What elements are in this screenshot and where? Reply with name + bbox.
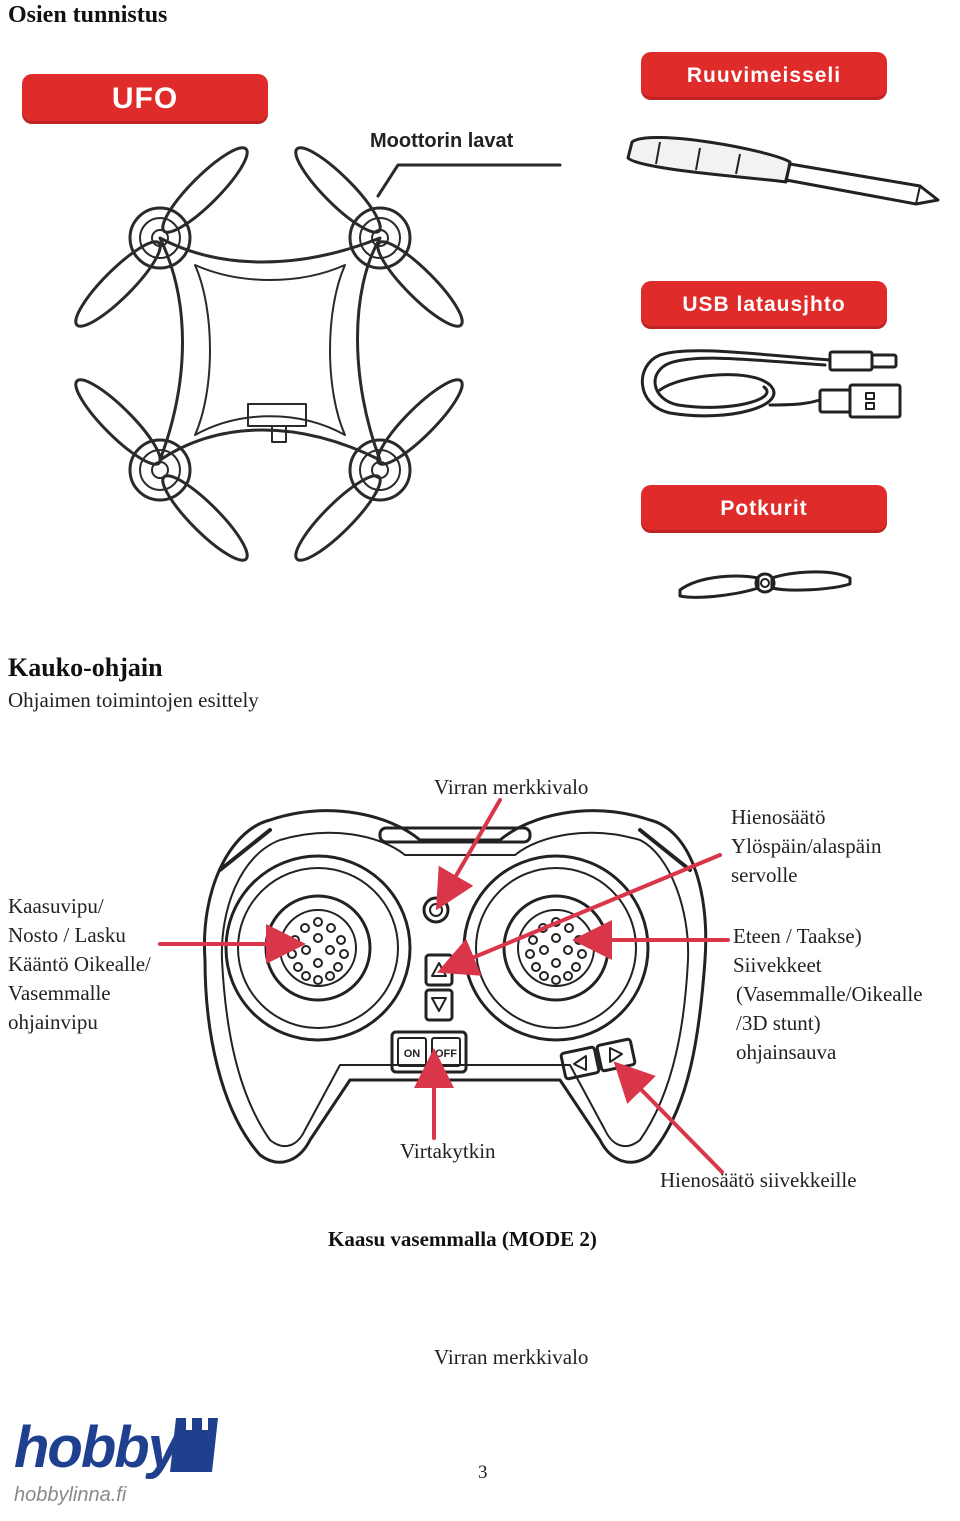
aileron-line-3: (Vasemmalle/Oikealle xyxy=(736,982,923,1006)
logo-brand-text: hobby xyxy=(14,1415,180,1480)
aileron-line-2: Siivekkeet xyxy=(733,953,822,977)
throttle-line-5: ohjainvipu xyxy=(8,1010,98,1034)
logo-site-text: hobbylinna.fi xyxy=(14,1484,127,1506)
screwdriver-illustration xyxy=(626,135,940,206)
ufo-badge: UFO xyxy=(22,74,268,124)
aileron-trim-label: Hienosäätö siivekkeille xyxy=(660,1168,857,1192)
arrow-power-led xyxy=(435,798,502,911)
trim-updown-line-3: servolle xyxy=(731,863,798,887)
power-switch-label: Virtakytkin xyxy=(400,1139,496,1163)
footer-power-led-label: Virran merkkivalo xyxy=(434,1345,589,1369)
usb-badge: USB latausjhto xyxy=(641,281,887,329)
usb-cable-illustration xyxy=(640,349,902,419)
trim-updown-line-1: Hienosäätö xyxy=(731,805,826,829)
hobbylinna-logo: hobby hobbylinna.fi xyxy=(10,1410,225,1510)
mode-caption: Kaasu vasemmalla (MODE 2) xyxy=(328,1227,597,1251)
trim-updown-line-2: Ylöspäin/alaspäin xyxy=(731,834,882,858)
arrow-aileron-trim xyxy=(613,1061,724,1174)
throttle-line-1: Kaasuvipu/ xyxy=(8,894,104,918)
aileron-line-4: /3D stunt) xyxy=(736,1011,821,1035)
propellers-badge: Potkurit xyxy=(641,485,887,533)
aileron-label: Eteen / Taakse) Siivekkeet (Vasemmalle/O… xyxy=(733,922,923,1067)
propeller-illustration xyxy=(678,570,852,599)
switch-off-label: OFF xyxy=(435,1048,457,1060)
logo-crown-icon xyxy=(170,1418,218,1472)
remote-subheading: Ohjaimen toimintojen esittely xyxy=(8,688,259,712)
throttle-label: Kaasuvipu/ Nosto / Lasku Kääntö Oikealle… xyxy=(8,892,151,1037)
trim-updown-label: Hienosäätö Ylöspäin/alaspäin servolle xyxy=(731,803,881,890)
aileron-line-5: ohjainsauva xyxy=(736,1040,837,1064)
page-title: Osien tunnistus xyxy=(8,2,168,28)
power-led-label-top: Virran merkkivalo xyxy=(434,775,589,799)
motor-label: Moottorin lavat xyxy=(370,130,514,152)
throttle-line-2: Nosto / Lasku xyxy=(8,923,126,947)
throttle-line-3: Kääntö Oikealle/ xyxy=(8,952,151,976)
screwdriver-badge: Ruuvimeisseli xyxy=(641,52,887,100)
page-number: 3 xyxy=(478,1462,488,1483)
switch-on-label: ON xyxy=(404,1048,421,1060)
remote-heading: Kauko-ohjain xyxy=(8,653,163,682)
arrow-trim-updown xyxy=(436,853,722,976)
drone-illustration xyxy=(74,146,562,562)
throttle-line-4: Vasemmalle xyxy=(8,981,111,1005)
aileron-line-1: Eteen / Taakse) xyxy=(733,924,862,948)
controller-illustration: ON OFF xyxy=(158,798,730,1174)
